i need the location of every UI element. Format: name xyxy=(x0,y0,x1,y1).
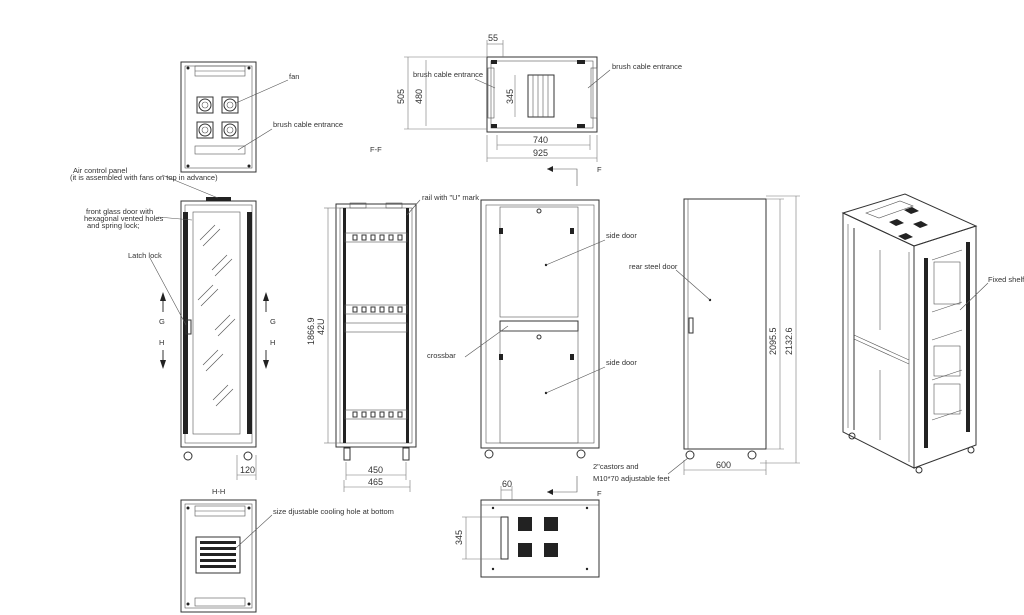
dim-505: 505 xyxy=(396,89,406,104)
section-mark-hh: H-H xyxy=(212,487,225,496)
label-side-door-upper: side door xyxy=(606,231,637,240)
label-cooling-hole: size djustable cooling hole at bottom xyxy=(273,507,394,516)
label-side-door-lower: side door xyxy=(606,358,637,367)
section-mark-g-right: G xyxy=(270,317,276,326)
dim-120: 120 xyxy=(240,465,255,475)
label-brush-cable-entrance-plan: brush cable entrance xyxy=(413,70,483,79)
dim-2132-6: 2132.6 xyxy=(784,327,794,355)
rail-square-holes xyxy=(352,234,403,418)
label-front-glass-door-2: hexagonal vented holes xyxy=(84,214,163,223)
label-rear-steel-door: rear steel door xyxy=(629,262,678,271)
label-front-glass-door-3: and spring lock; xyxy=(87,221,140,230)
dim-42u: 42U xyxy=(316,318,326,335)
front-view: G H G H Air control panel (it is assembl… xyxy=(70,166,276,480)
iso-top-fan-holes xyxy=(865,200,928,240)
section-mark-f-top: F xyxy=(597,165,602,174)
label-rail-u-mark: rail with "U" mark xyxy=(422,193,479,202)
dim-1866-9: 1866.9 xyxy=(306,317,316,345)
dim-600: 600 xyxy=(716,460,731,470)
label-air-control-panel-note: (it is assembled with fans on top in adv… xyxy=(70,173,218,182)
label-castors: 2"castors and xyxy=(593,462,639,471)
section-mark-f-bottom: F xyxy=(597,489,602,498)
bottom-fan-holes xyxy=(518,517,558,557)
cooling-slots xyxy=(195,536,241,574)
dim-345-top: 345 xyxy=(505,89,515,104)
label-adjustable-feet: M10*70 adjustable feet xyxy=(593,474,671,483)
top-view-plan: brush cable entrance brush cable entranc… xyxy=(396,33,682,186)
section-view-bottom: H-H size djustable cooling hole at botto… xyxy=(180,487,394,613)
dim-2095-5: 2095.5 xyxy=(768,327,778,355)
label-latch-lock: Latch lock xyxy=(128,251,162,260)
dim-465: 465 xyxy=(368,477,383,487)
side-view: side door side door crossbar xyxy=(427,199,637,459)
isometric-view: Fixed shelf xyxy=(841,193,1024,474)
section-view-rails: rail with "U" mark 1866.9 42U 450 465 xyxy=(306,193,479,492)
section-mark-h-right: H xyxy=(270,338,275,347)
dim-740: 740 xyxy=(533,135,548,145)
top-view-fans: fan brush cable entrance xyxy=(180,61,343,173)
dim-345-bottom: 345 xyxy=(454,530,464,545)
section-mark-g-left: G xyxy=(159,317,165,326)
label-crossbar: crossbar xyxy=(427,351,456,360)
label-fan: fan xyxy=(289,72,299,81)
label-brush-cable-entrance-right: brush cable entrance xyxy=(612,62,682,71)
label-brush-cable-entrance-left: brush cable entrance xyxy=(273,120,343,129)
section-mark-ff: F-F xyxy=(370,145,382,154)
glass-reflection-marks xyxy=(197,224,236,407)
dim-55: 55 xyxy=(488,33,498,43)
dim-450: 450 xyxy=(368,465,383,475)
rear-view: rear steel door 2095.5 2132.6 600 2"cast… xyxy=(593,195,800,483)
dim-925: 925 xyxy=(533,148,548,158)
dim-480: 480 xyxy=(414,89,424,104)
bottom-view: 60 345 F xyxy=(454,476,602,578)
label-front-glass-door: front glass door with xyxy=(86,207,153,216)
fan-grille-group xyxy=(196,96,239,139)
dim-60: 60 xyxy=(502,479,512,489)
label-air-control-panel: Air control panel xyxy=(73,166,128,175)
label-fixed-shelf: Fixed shelf xyxy=(988,275,1024,284)
section-mark-h-left: H xyxy=(159,338,164,347)
